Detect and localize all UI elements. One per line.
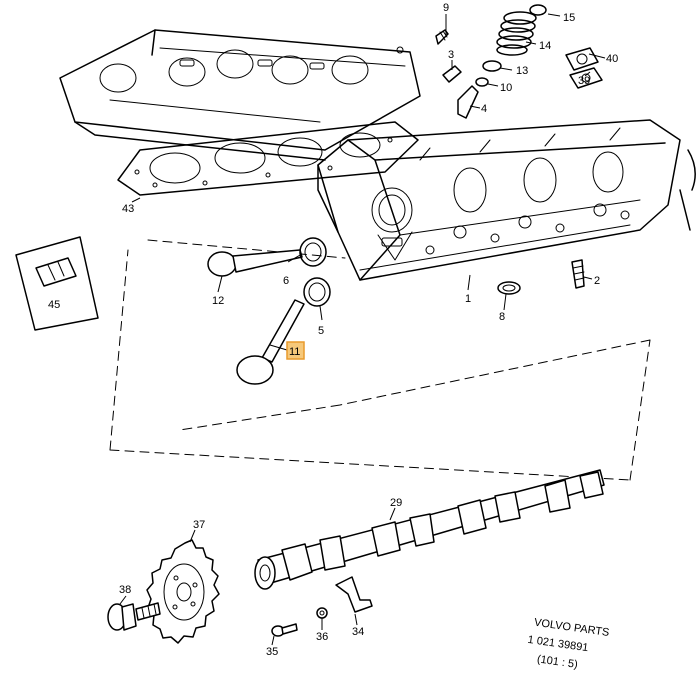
- caption-number: 1 021 39891: [527, 634, 589, 654]
- callout-40[interactable]: 40: [606, 53, 618, 65]
- camshaft: [254, 469, 605, 590]
- callout-38[interactable]: 38: [119, 584, 131, 596]
- callout-37[interactable]: 37: [193, 519, 205, 531]
- part-45-box: [15, 236, 99, 331]
- callout-39[interactable]: 39: [578, 75, 590, 87]
- valve-seat-6: [299, 237, 327, 267]
- valve-guide: [457, 85, 479, 119]
- callout-10[interactable]: 10: [500, 82, 512, 94]
- stud-2: [571, 259, 585, 289]
- callout-labels: 9 15 14 3 13 10 40 39 4 43 45 6 12 5 1 1 …: [48, 2, 618, 658]
- callout-13[interactable]: 13: [516, 65, 528, 77]
- intake-valve-12: [207, 249, 303, 277]
- callout-5[interactable]: 5: [318, 325, 324, 337]
- right-edge-part: [679, 149, 696, 231]
- callout-36[interactable]: 36: [316, 631, 328, 643]
- callout-45[interactable]: 45: [48, 299, 60, 311]
- callout-6[interactable]: 6: [283, 275, 289, 287]
- main-cylinder-head: [317, 119, 681, 281]
- bolt-35: [271, 623, 298, 637]
- callout-3[interactable]: 3: [448, 49, 454, 61]
- catalog-caption: VOLVO PARTS 1 021 39891 (101 : 5): [527, 617, 610, 671]
- exhaust-valve-11: [236, 299, 305, 385]
- callout-43[interactable]: 43: [122, 203, 134, 215]
- callout-8[interactable]: 8: [499, 311, 505, 323]
- valve-spring-stack: [475, 4, 547, 87]
- stud-9: [435, 29, 449, 45]
- valve-seat-5: [303, 277, 331, 307]
- washer-36: [316, 607, 328, 619]
- callout-15[interactable]: 15: [563, 12, 575, 24]
- callout-2[interactable]: 2: [594, 275, 600, 287]
- head-gasket: [117, 121, 419, 196]
- cover-plate-40: [565, 47, 599, 71]
- callout-14[interactable]: 14: [539, 40, 551, 52]
- leader-lines: [119, 13, 606, 646]
- bracket-34: [335, 576, 373, 613]
- callout-34[interactable]: 34: [352, 626, 364, 638]
- callout-11[interactable]: 11: [289, 346, 300, 358]
- upper-cylinder-head: [59, 29, 421, 161]
- gasket-39: [569, 67, 603, 89]
- callout-29[interactable]: 29: [390, 497, 402, 509]
- callout-11-highlight: [286, 341, 305, 360]
- caption-reference: (101 : 5): [536, 653, 578, 671]
- dowel-3: [442, 65, 462, 83]
- callout-9[interactable]: 9: [443, 2, 449, 14]
- callout-1[interactable]: 1: [465, 293, 471, 305]
- seal-ring-8: [497, 281, 521, 295]
- callout-4[interactable]: 4: [481, 103, 487, 115]
- cam-sprocket: [146, 539, 220, 644]
- callout-12[interactable]: 12: [212, 295, 224, 307]
- sprocket-bolt-38: [107, 602, 161, 631]
- callout-35[interactable]: 35: [266, 646, 278, 658]
